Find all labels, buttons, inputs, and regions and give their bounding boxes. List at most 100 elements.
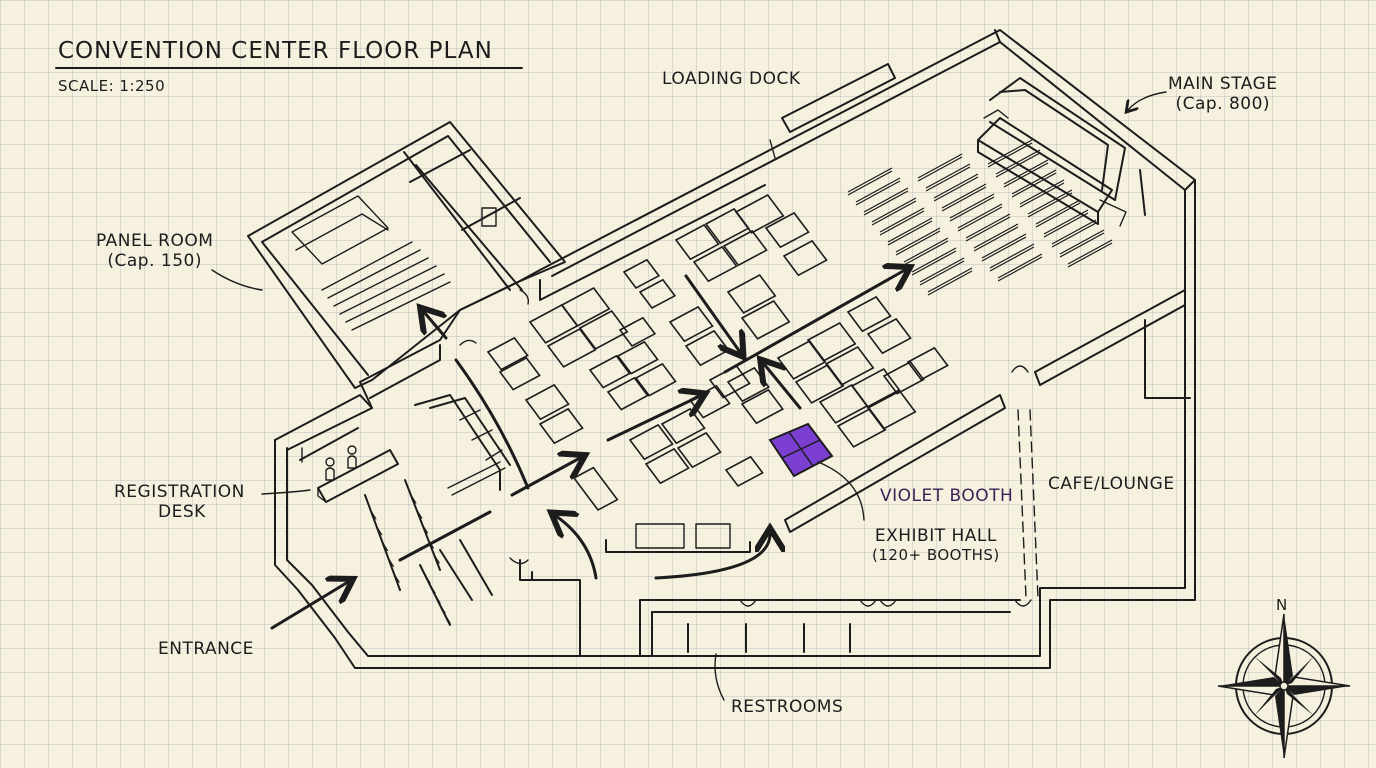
seat-row xyxy=(911,250,957,276)
seat-row xyxy=(1059,229,1105,255)
booth xyxy=(628,423,674,461)
registration-desk xyxy=(299,427,399,503)
stanchion-post xyxy=(455,574,462,584)
booth xyxy=(782,239,828,277)
exhibit-hall-capacity: (120+ BOOTHS) xyxy=(872,546,1000,564)
main-stage-capacity: (Cap. 800) xyxy=(1175,94,1271,114)
stanchion-post xyxy=(429,584,436,594)
booth xyxy=(724,455,764,488)
seat-row xyxy=(895,227,941,253)
booth xyxy=(704,207,750,245)
violet-booth xyxy=(768,422,834,478)
seat-row xyxy=(847,167,893,193)
leader-lines xyxy=(211,91,1167,701)
booth xyxy=(486,336,529,371)
booth xyxy=(740,300,791,340)
stanchion-post xyxy=(370,510,377,520)
seat-row xyxy=(847,170,893,196)
booth xyxy=(572,466,619,512)
stanchion-post xyxy=(421,524,429,534)
seat-row xyxy=(1019,182,1065,208)
seat-row xyxy=(987,142,1033,168)
seat-row xyxy=(989,243,1035,269)
loading-dock xyxy=(769,63,896,159)
seat-row xyxy=(997,253,1043,279)
booth xyxy=(638,278,677,310)
entrance-arrow-icon xyxy=(270,582,348,630)
seat-row xyxy=(927,267,973,293)
stanchion-post xyxy=(387,557,394,567)
restrooms-label: RESTROOMS xyxy=(731,697,844,717)
booth xyxy=(882,360,925,395)
scale-label: SCALE: 1:250 xyxy=(58,77,166,95)
seat-row xyxy=(1035,199,1081,225)
seat-row xyxy=(1011,172,1057,198)
seat-row xyxy=(855,177,901,203)
stanchion-post xyxy=(410,494,417,504)
seat-row xyxy=(941,186,987,212)
stanchion-post xyxy=(466,591,473,601)
main-stage xyxy=(977,77,1146,227)
seat-row xyxy=(917,153,963,179)
seat-row xyxy=(1011,169,1057,195)
cafe-lounge-label: CAFE/LOUNGE xyxy=(1048,474,1175,494)
seat-row xyxy=(981,236,1027,262)
booth xyxy=(674,223,720,261)
traffic-arrows xyxy=(270,270,905,630)
seat-row xyxy=(919,260,965,286)
seat-row xyxy=(895,230,941,256)
booth xyxy=(836,408,887,448)
booth xyxy=(634,362,677,397)
booth xyxy=(764,211,810,249)
stanchion-post xyxy=(433,554,440,564)
seat-row xyxy=(1059,232,1105,258)
seat-row xyxy=(987,139,1033,165)
booth xyxy=(846,295,892,333)
stanchion-post xyxy=(475,566,482,577)
seat-row xyxy=(965,216,1011,242)
seat-row xyxy=(1067,242,1113,268)
compass-rose-icon xyxy=(1217,613,1351,759)
exhibit-hall-name: EXHIBIT HALL xyxy=(874,526,997,546)
stanchion-post xyxy=(464,548,471,558)
stanchion-post xyxy=(434,594,441,604)
stanchion-post xyxy=(427,539,434,549)
booth xyxy=(740,388,784,425)
seat-row xyxy=(855,180,901,206)
seat-row xyxy=(879,207,925,233)
booth xyxy=(546,328,597,368)
seat-row xyxy=(863,190,909,216)
stanchion-post xyxy=(376,526,383,536)
registration-desk-label: REGISTRATION DESK xyxy=(114,482,245,522)
booth xyxy=(578,310,629,350)
registration-line-1: REGISTRATION xyxy=(114,482,245,502)
plan-title: CONVENTION CENTER FLOOR PLAN xyxy=(58,38,493,64)
booth xyxy=(794,364,845,404)
seat-row xyxy=(973,226,1019,252)
entrance-label: ENTRANCE xyxy=(158,639,254,659)
seat-row xyxy=(933,176,979,202)
exhibit-hall-walls xyxy=(369,184,1029,553)
stanchion-post xyxy=(439,604,446,614)
booth xyxy=(538,407,584,445)
seat-row xyxy=(1035,202,1081,228)
stanchion-post xyxy=(393,573,400,583)
seat-row xyxy=(997,256,1043,282)
registration-line-2: DESK xyxy=(158,502,206,522)
stanchion-post xyxy=(486,585,493,595)
booth xyxy=(906,346,949,381)
seat-row xyxy=(981,233,1027,259)
booth xyxy=(524,383,570,421)
seat-row xyxy=(863,187,909,213)
seat-row xyxy=(917,156,963,182)
seat-row xyxy=(1027,189,1073,215)
stanchion-post xyxy=(381,541,389,552)
seat-row xyxy=(1003,162,1049,188)
stanchion-post xyxy=(444,557,451,567)
booth xyxy=(498,356,541,391)
seat-row xyxy=(879,210,925,236)
seat-row xyxy=(1043,212,1089,238)
seat-row xyxy=(1043,209,1089,235)
